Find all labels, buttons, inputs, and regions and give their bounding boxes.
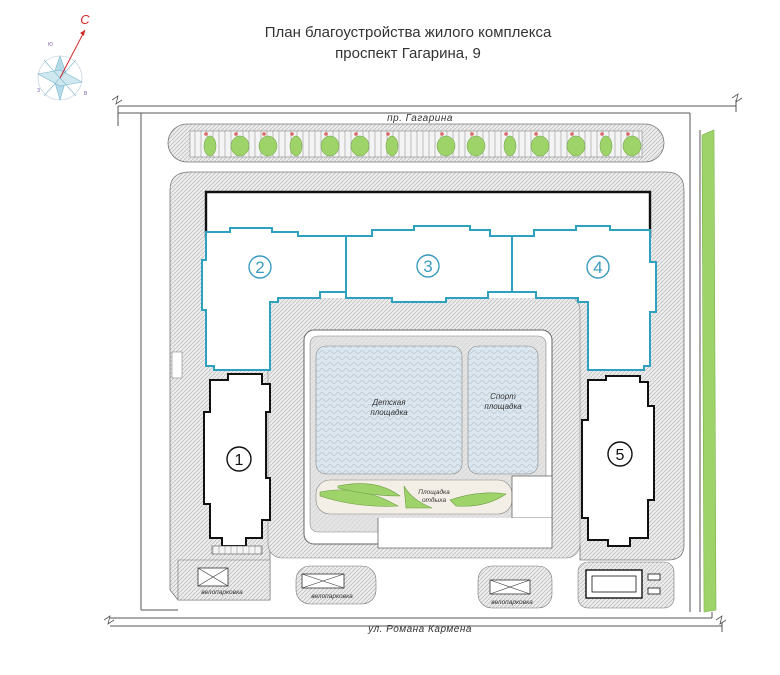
lamp-marker [600,132,604,136]
bike-parking-2 [295,565,377,605]
rest-area-label: Площадка [418,488,450,496]
plan-title-line1: План благоустройства жилого комплекса [265,24,552,41]
lamp-marker [262,132,266,136]
tree-bed [530,135,550,157]
lamp-marker [626,132,630,136]
kids-playground-label: Детская [371,398,406,407]
building-outline [204,190,652,238]
tree-bed [599,135,613,157]
bike-parking-3 [477,565,553,609]
building-number: 2 [255,258,264,277]
compass-label: З [37,88,40,94]
lamp-marker [440,132,444,136]
compass-label: Ю [48,42,53,48]
building-2 [201,227,347,371]
tree-bed [350,135,370,157]
lamp-marker [504,132,508,136]
tree-bed [622,135,642,157]
bike-parking-label: велопарковка [201,589,243,596]
tree-bed [385,135,399,157]
building-number: 3 [423,257,432,276]
sport-playground [467,345,539,475]
tree-bed [466,135,486,157]
road-lines [110,100,737,632]
compass-rose-icon: С Ю З В [37,12,90,102]
lamp-marker [470,132,474,136]
building-number: 1 [235,452,244,469]
tree-bed [258,135,278,157]
entrance-markers [211,545,263,555]
lamp-marker [324,132,328,136]
side-gate [171,351,183,379]
lamp-marker [234,132,238,136]
lamp-marker [354,132,358,136]
building-number: 5 [616,447,625,464]
lamp-marker [570,132,574,136]
break-marks [103,93,743,625]
sport-playground-label: площадка [484,402,522,411]
building-4 [511,225,657,371]
tree-bed [203,135,217,157]
lamp-marker [290,132,294,136]
street-label-top: пр. Гагарина [387,113,453,124]
compass-north-label: С [80,12,90,27]
kids-playground-label: площадка [370,408,408,417]
courtyard [303,329,553,549]
bike-parking-label: велопарковка [491,599,533,606]
lamp-marker [204,132,208,136]
street-label-bottom: ул. Романа Кармена [367,624,472,635]
tree-bed [289,135,303,157]
green-strip [701,129,717,613]
tree-bed [230,135,250,157]
lamp-marker [534,132,538,136]
tree-bed [503,135,517,157]
building-number: 4 [593,258,602,277]
tree-bed [436,135,456,157]
compass-label: В [84,91,88,97]
utility-structure [577,561,675,609]
plan-title-line2: проспект Гагарина, 9 [335,45,481,62]
bike-parking-1 [177,559,271,601]
tree-bed [566,135,586,157]
kids-playground [315,345,463,475]
sport-playground-label: Спорт [490,392,516,401]
building-number-markers [226,254,633,472]
tree-beds [203,132,642,157]
lamp-marker [386,132,390,136]
rest-area-label: отдыха [422,496,447,504]
tree-bed [320,135,340,157]
bike-parking-label: велопарковка [311,593,353,600]
